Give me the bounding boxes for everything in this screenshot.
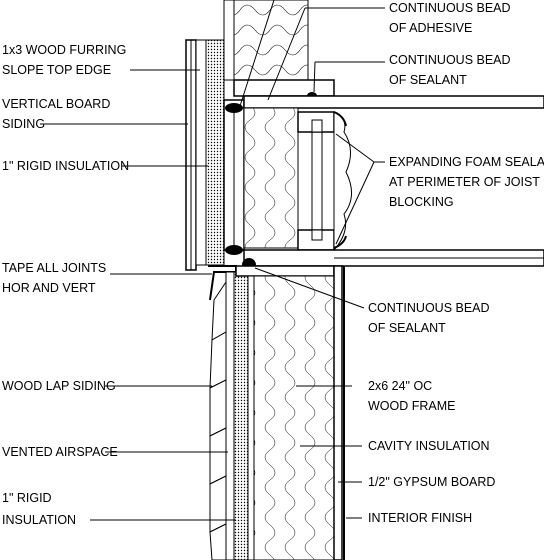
rim-bead-bottom-icon <box>225 245 243 255</box>
label-sealant-mid: CONTINUOUS BEAD OF SEALANT <box>368 301 493 335</box>
rigid-insulation-upper <box>205 39 225 266</box>
label-vertical-siding: VERTICAL BOARD SIDING <box>2 97 114 131</box>
rim-bead-top-icon <box>225 103 243 113</box>
label-tape-joints: TAPE ALL JOINTS HOR AND VERT <box>2 261 110 295</box>
label-rigid-lower: 1" RIGID INSULATION <box>2 491 76 527</box>
label-airspace: VENTED AIRSPACE <box>2 445 118 459</box>
upper-bottom-plate <box>233 79 335 97</box>
label-rigid-upper: 1" RIGID INSULATION <box>2 159 129 173</box>
leader-lines <box>40 0 385 521</box>
label-furring: 1x3 WOOD FURRING SLOPE TOP EDGE <box>2 43 130 77</box>
label-wood-frame: 2x6 24" OC WOOD FRAME <box>368 379 456 413</box>
upper-assembly <box>185 0 544 271</box>
label-adhesive: CONTINUOUS BEAD OF ADHESIVE <box>389 1 514 35</box>
rigid-insulation-lower <box>233 271 249 560</box>
gypsum-board <box>333 265 343 560</box>
label-foam-sealant: EXPANDING FOAM SEALANT AT PERIMETER OF J… <box>389 155 544 209</box>
wood-lap-siding <box>209 280 227 560</box>
vented-airspace <box>225 271 235 560</box>
label-interior: INTERIOR FINISH <box>368 511 472 525</box>
label-lap-siding: WOOD LAP SIDING <box>2 379 116 393</box>
label-cavity: CAVITY INSULATION <box>368 439 490 453</box>
subfloor-top <box>243 95 544 109</box>
label-gypsum: 1/2" GYPSUM BOARD <box>368 475 495 489</box>
lower-assembly <box>208 258 345 560</box>
cavity-insulation <box>253 275 335 560</box>
label-sealant-top: CONTINUOUS BEAD OF SEALANT <box>389 53 514 87</box>
joist-band-insulation <box>243 107 299 249</box>
wood-furring <box>195 39 207 266</box>
